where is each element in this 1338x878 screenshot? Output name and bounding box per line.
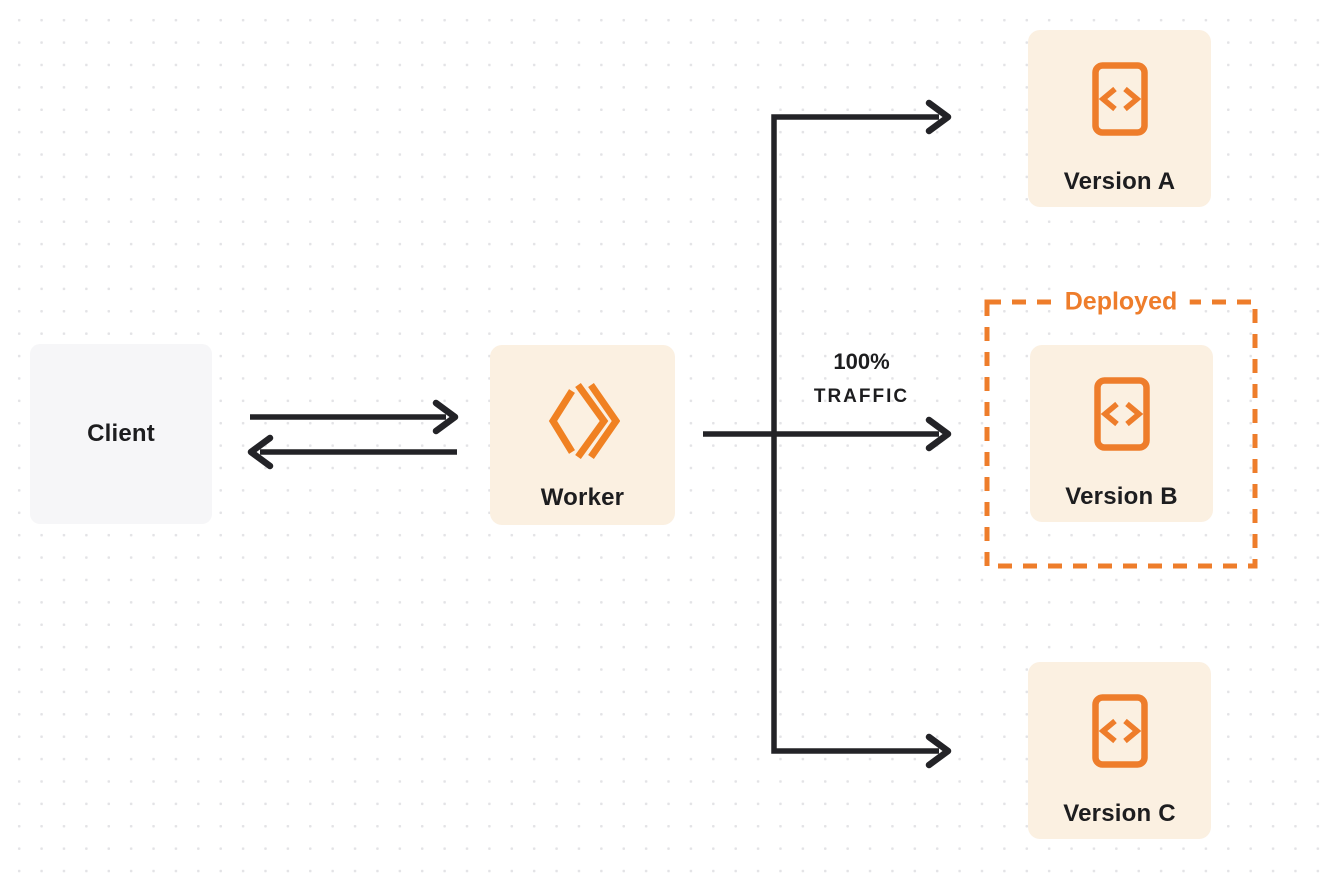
client-node: Client [30,344,212,524]
traffic-percentage-label: 100% TRAFFIC [774,349,949,408]
worker-node-label: Worker [540,484,625,511]
version-a-label: Version A [1063,167,1176,195]
version-c-label: Version C [1063,799,1176,827]
branch-trunk-line [771,114,939,754]
code-file-icon [1091,693,1148,768]
version-c-node: Version C [1028,662,1211,839]
branch-to-version-a-arrowhead [925,99,952,135]
worker-to-client-arrow [247,434,457,470]
version-a-node: Version A [1028,30,1211,207]
traffic-caption: TRAFFIC [813,386,910,407]
worker-node: Worker [490,345,675,525]
branch-to-version-b-arrowhead [925,416,952,452]
branch-to-version-c-arrowhead [925,733,952,769]
client-node-label: Client [87,420,155,447]
deployed-status-label: Deployed [1052,285,1190,319]
code-file-icon [1093,376,1150,451]
traffic-percent-value: 100% [833,349,890,374]
workers-logo-icon [546,382,620,460]
code-file-icon [1091,61,1148,136]
client-to-worker-arrow [250,399,459,435]
version-b-label: Version B [1065,482,1178,510]
version-b-node: Version B [1030,345,1213,522]
